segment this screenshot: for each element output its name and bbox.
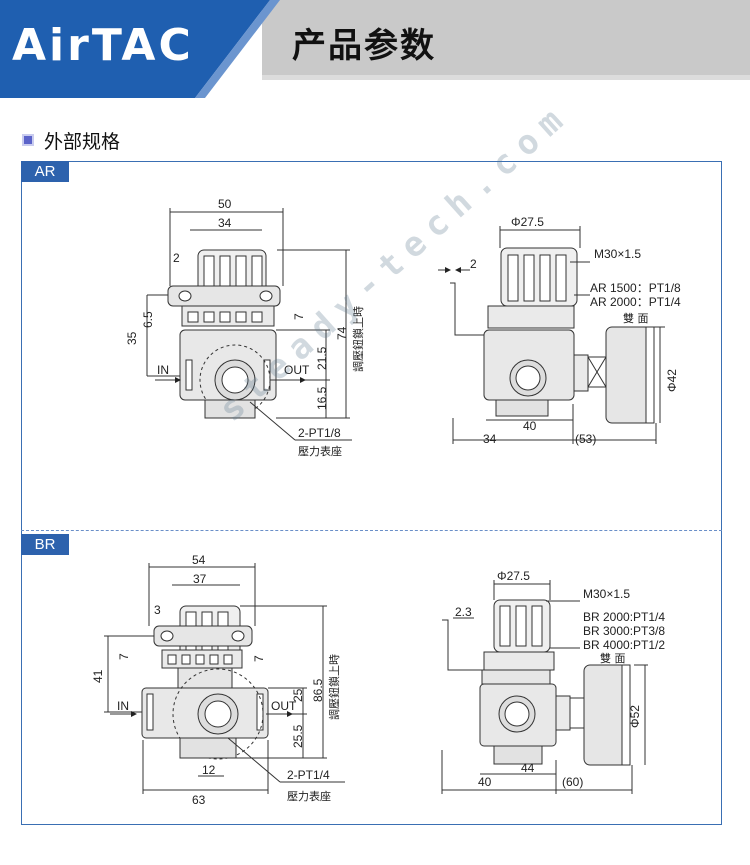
ar-dim-21-5: 21.5 — [315, 346, 329, 370]
br-model-2000: BR 2000:PT1/4 — [583, 610, 665, 624]
panel-divider — [21, 530, 722, 531]
ar-front-labels: 50 34 2 6.5 35 7 74 21.5 16.5 IN OUT 2-P… — [125, 197, 365, 458]
br-port-label: 2-PT1/4 — [287, 768, 330, 782]
section-heading: 外部规格 — [22, 128, 121, 153]
ar-gauge-dia: Φ42 — [665, 369, 679, 392]
br-dim-25-5: 25.5 — [291, 724, 305, 748]
ar-side-dim-34: 34 — [483, 432, 497, 446]
br-front-labels: 54 37 3 7 41 7 86.5 25 25.5 12 63 IN OUT… — [91, 553, 341, 807]
br-dim-3: 3 — [154, 603, 161, 617]
ar-side-thread: M30×1.5 — [594, 247, 641, 261]
ar-side-dim-2: 2 — [470, 257, 477, 271]
br-tag: BR — [21, 534, 69, 555]
br-side-labels: Φ27.5 M30×1.5 2.3 BR 2000:PT1/4 BR 3000:… — [455, 569, 665, 789]
page-title: 产品参数 — [292, 26, 436, 66]
header-background — [0, 0, 750, 98]
ar-dim-35: 35 — [125, 331, 139, 345]
br-dim-12: 12 — [202, 763, 216, 777]
ar-gauge-seat: 壓力表座 — [298, 444, 342, 458]
ar-side-dia: Φ27.5 — [511, 215, 544, 229]
br-side-dim-2-3: 2.3 — [455, 605, 472, 619]
ar-dim-50: 50 — [218, 197, 232, 211]
ar-side-view — [438, 226, 665, 444]
br-dim-7-right: 7 — [252, 655, 266, 662]
spec-panel — [21, 161, 722, 825]
br-gauge-dia: Φ52 — [628, 705, 642, 728]
ar-out-label: OUT — [284, 363, 310, 377]
br-model-4000: BR 4000:PT1/2 — [583, 638, 665, 652]
ar-adjust-note: 調壓鈕鎖上時 — [351, 306, 365, 372]
br-dim-54: 54 — [192, 553, 206, 567]
ar-dim-16-5: 16.5 — [315, 386, 329, 410]
br-gauge-seat: 壓力表座 — [287, 789, 331, 803]
ar-tag: AR — [21, 161, 69, 182]
ar-side-dim-40: 40 — [523, 419, 537, 433]
br-dim-86-5: 86.5 — [311, 678, 325, 702]
ar-model-1500: AR 1500：PT1/8 — [590, 281, 681, 295]
br-face-label: 雙 面 — [600, 652, 626, 665]
br-adjust-note: 調壓鈕鎖上時 — [327, 654, 341, 720]
ar-dim-34: 34 — [218, 216, 232, 230]
brand-logo: AirTAC — [12, 20, 194, 71]
br-front-view — [104, 563, 345, 794]
ar-port-label: 2-PT1/8 — [298, 426, 341, 440]
ar-dim-74: 74 — [335, 326, 349, 340]
br-dim-63: 63 — [192, 793, 206, 807]
ar-dim-2: 2 — [173, 251, 180, 265]
br-side-thread: M30×1.5 — [583, 587, 630, 601]
br-in-label: IN — [117, 699, 129, 713]
br-dim-41: 41 — [91, 669, 105, 683]
ar-face-label: 雙 面 — [623, 312, 649, 325]
ar-dim-7: 7 — [292, 313, 306, 320]
br-side-dim-40: 40 — [478, 775, 492, 789]
br-side-dia: Φ27.5 — [497, 569, 530, 583]
br-side-dim-44: 44 — [521, 761, 535, 775]
br-side-view — [441, 580, 648, 794]
br-model-3000: BR 3000:PT3/8 — [583, 624, 665, 638]
page-header: AirTAC 产品参数 — [0, 0, 750, 98]
br-out-label: OUT — [271, 699, 297, 713]
ar-front-view — [146, 208, 352, 441]
br-dim-25: 25 — [291, 688, 305, 702]
ar-dim-6-5: 6.5 — [141, 311, 155, 328]
ar-side-labels: Φ27.5 M30×1.5 2 AR 1500：PT1/8 AR 2000：PT… — [470, 215, 681, 446]
br-dim-7-left: 7 — [117, 653, 131, 660]
ar-model-2000: AR 2000：PT1/4 — [590, 295, 681, 309]
ar-in-label: IN — [157, 363, 169, 377]
br-dim-37: 37 — [193, 572, 207, 586]
section-heading-text: 外部规格 — [44, 130, 121, 153]
square-bullet-icon — [22, 134, 34, 146]
ar-side-dim-53: (53) — [575, 432, 596, 446]
br-side-dim-60: (60) — [562, 775, 583, 789]
